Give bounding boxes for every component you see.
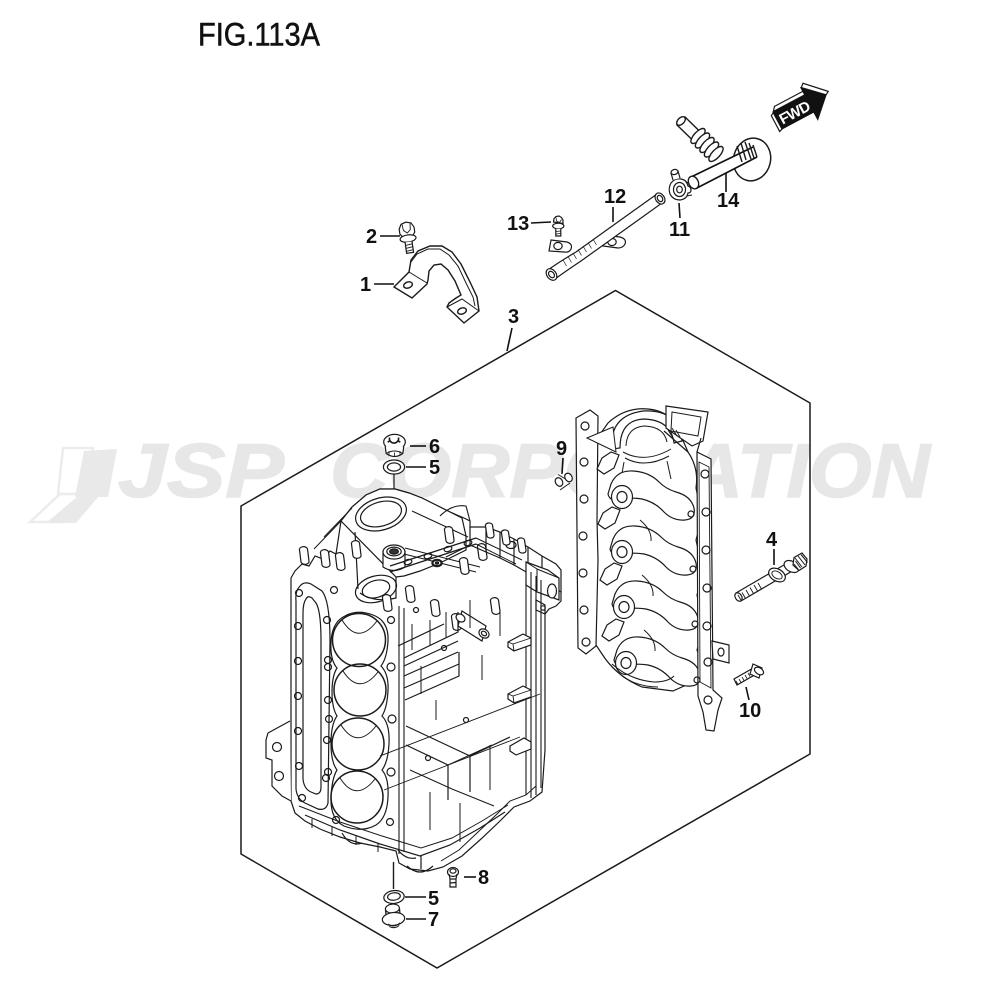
svg-text:5: 5 [428,888,439,910]
svg-text:FIG.113A: FIG.113A [198,17,320,53]
svg-text:8: 8 [478,867,489,889]
svg-text:3: 3 [508,306,519,328]
svg-text:9: 9 [556,438,567,460]
svg-text:7: 7 [428,909,439,931]
svg-text:5: 5 [429,457,440,479]
svg-text:6: 6 [429,436,440,458]
svg-text:1: 1 [360,274,371,296]
svg-text:10: 10 [739,700,761,722]
svg-text:JSP: JSP [118,429,284,514]
svg-text:12: 12 [604,186,626,208]
svg-text:13: 13 [507,213,529,235]
svg-text:11: 11 [669,219,690,241]
svg-text:14: 14 [717,190,740,212]
svg-text:4: 4 [766,529,778,551]
svg-text:2: 2 [366,226,377,248]
